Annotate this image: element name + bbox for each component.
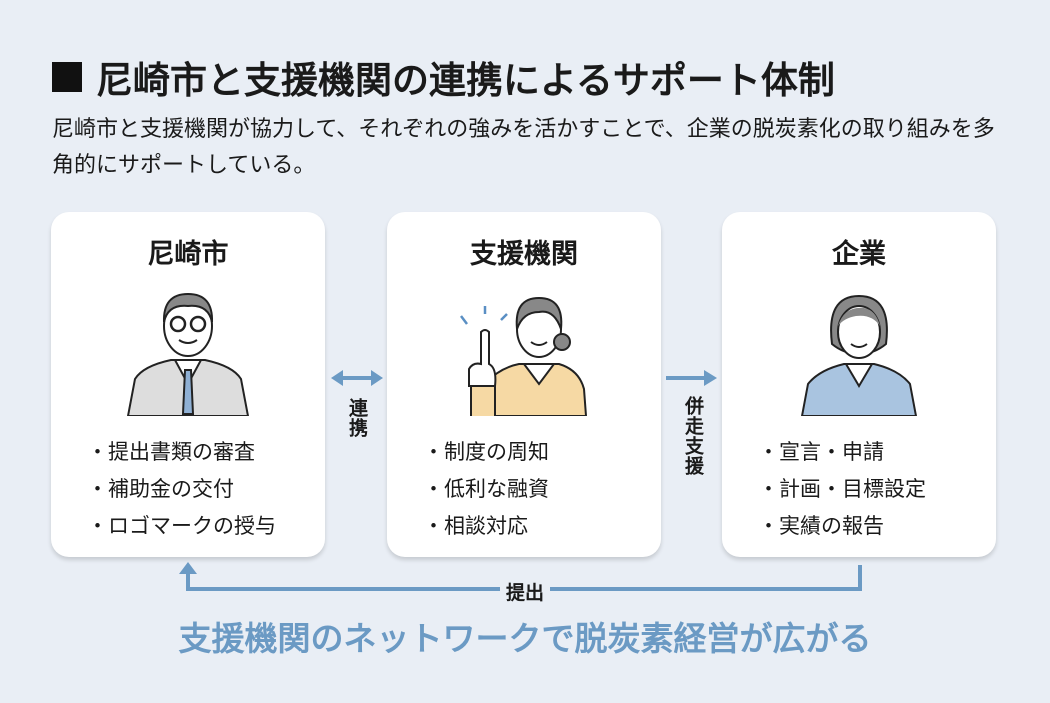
list-item: ・補助金の交付: [87, 477, 234, 501]
list-item: ・制度の周知: [423, 440, 549, 464]
list-item: ・相談対応: [423, 514, 528, 538]
businesswoman-pointing-icon: [460, 296, 588, 416]
submit-label: 提出: [500, 578, 551, 605]
title-text: 尼崎市と支援機関の連携によるサポート体制: [96, 59, 835, 102]
list-item: ・提出書類の審査: [87, 440, 255, 464]
card-support-agency: 支援機関 ・制度の周知 ・低利な融資 ・相談対応: [387, 212, 661, 557]
description: 尼崎市と支援機関が協力して、それぞれの強みを活かすことで、企業の脱炭素化の取り組…: [52, 117, 995, 178]
card-title: 支援機関: [470, 239, 578, 270]
footer-tagline: 支援機関のネットワークで脱炭素経営が広がる: [178, 619, 872, 658]
list-item: ・ロゴマークの授与: [87, 514, 276, 538]
double-arrow-icon: [331, 370, 383, 386]
cooperation-label: 連携: [346, 398, 368, 438]
businesswoman-icon: [800, 294, 918, 416]
list-item: ・低利な融資: [423, 477, 549, 501]
list-item: ・計画・目標設定: [758, 477, 926, 501]
square-bullet-icon: [52, 62, 82, 92]
right-arrow-icon: [666, 370, 717, 386]
card-title: 尼崎市: [147, 239, 229, 270]
card-company: 企業 ・宣言・申請 ・計画・目標設定 ・実績の報告: [722, 212, 996, 557]
card-city: 尼崎市 ・提出書類の審査 ・補助金の交付 ・ロゴマークの授与: [51, 212, 325, 557]
list-item: ・実績の報告: [758, 514, 884, 538]
businessman-icon: [126, 292, 250, 416]
accompany-label: 併走支援: [682, 396, 704, 476]
card-title: 企業: [832, 239, 886, 270]
list-item: ・宣言・申請: [758, 440, 884, 464]
page-title: 尼崎市と支援機関の連携によるサポート体制: [52, 50, 835, 104]
